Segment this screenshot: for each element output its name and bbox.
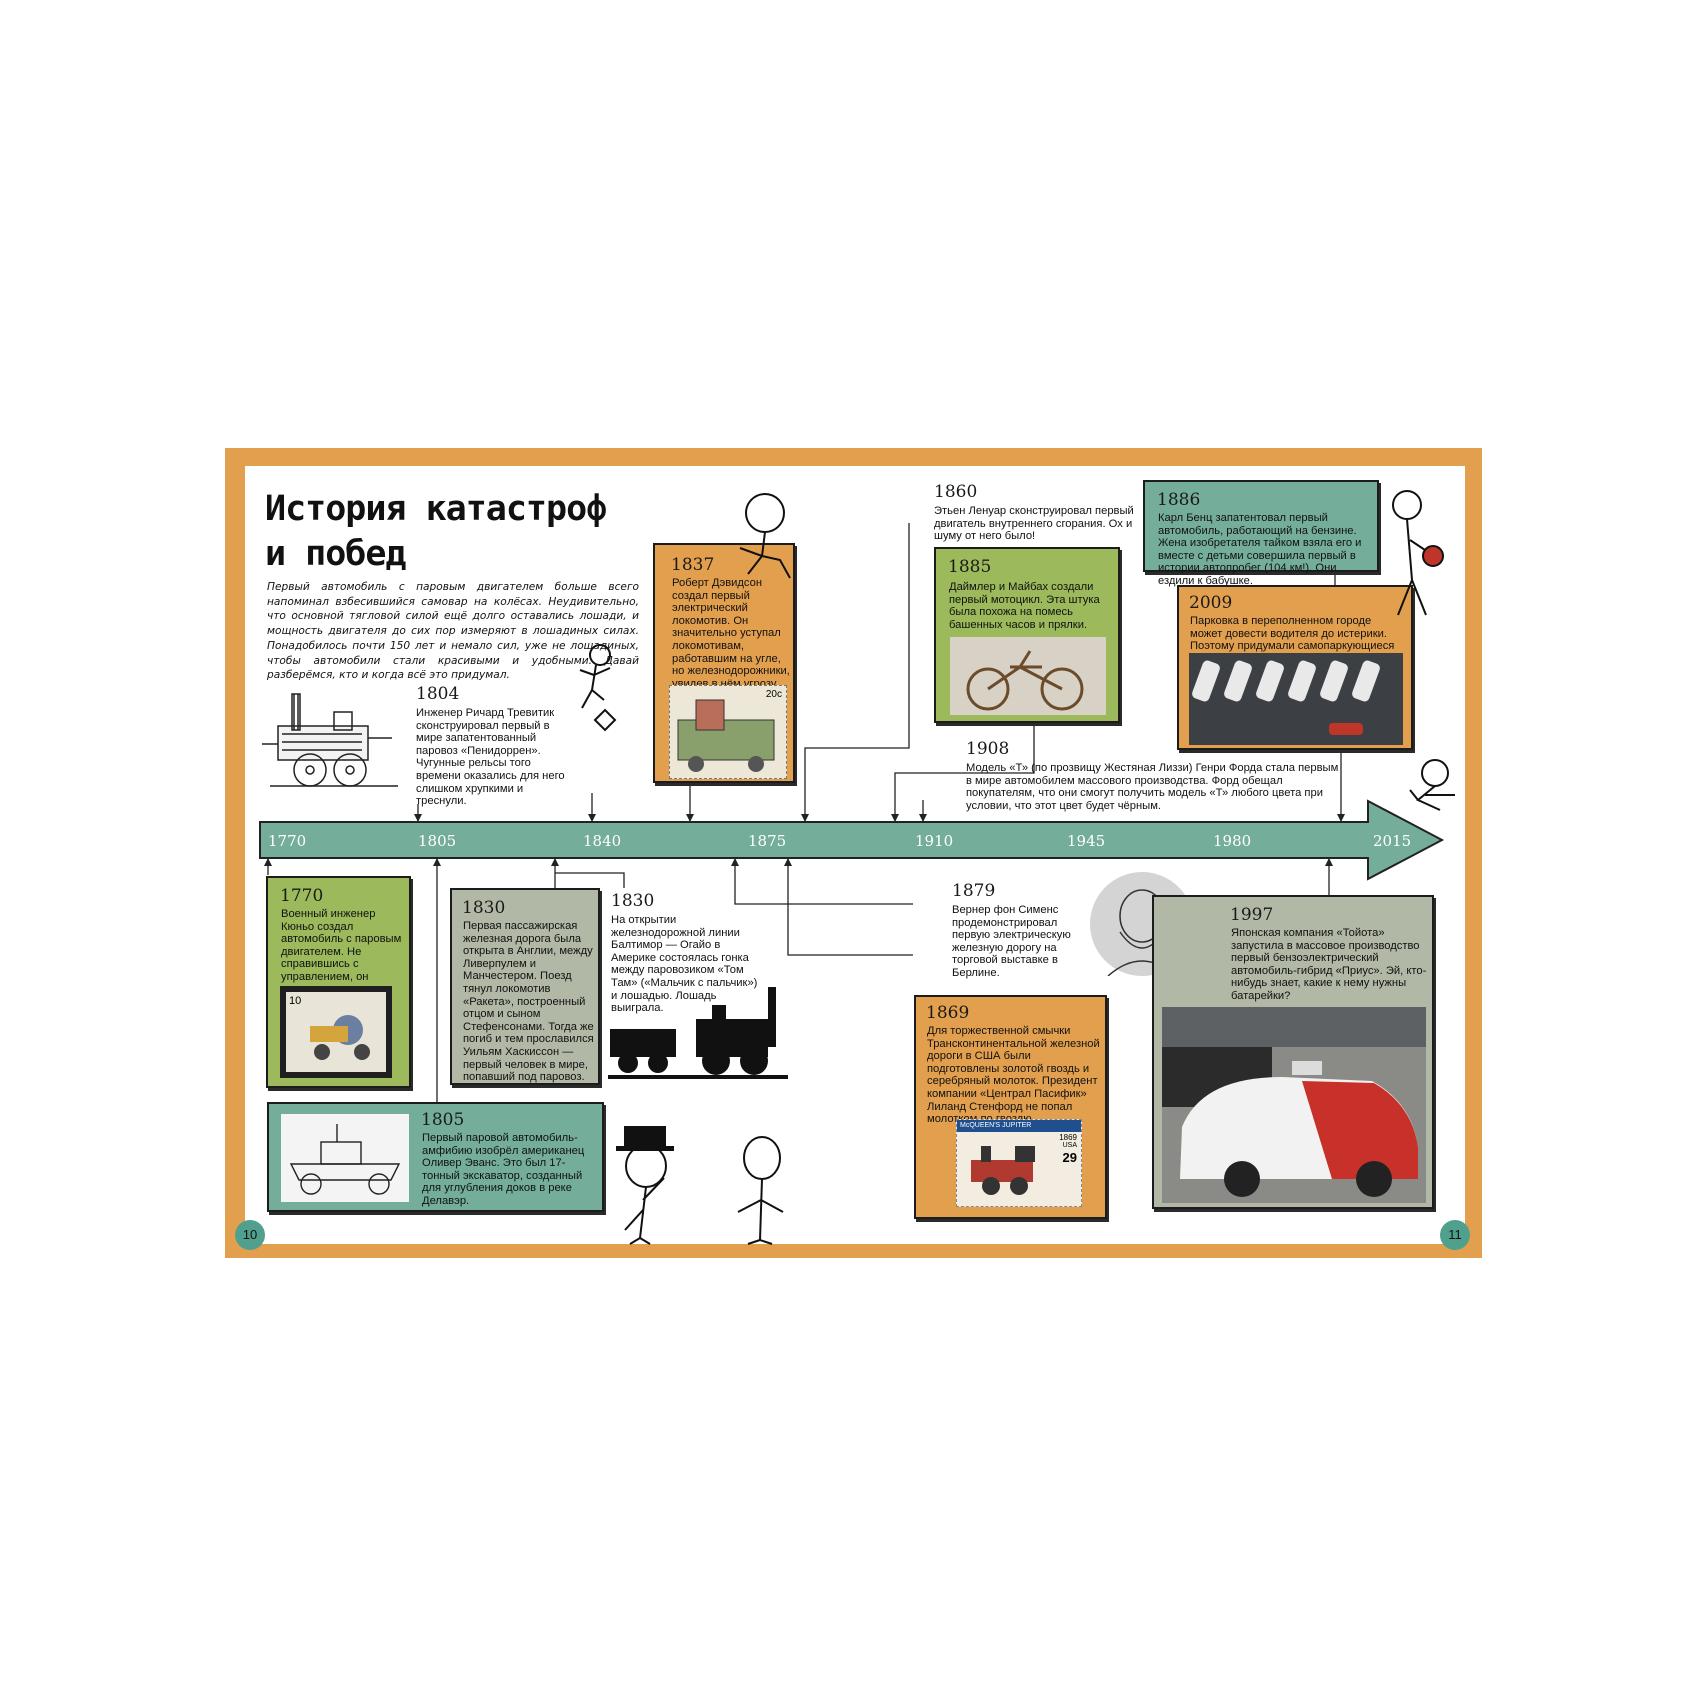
event-2009-card: 2009 Парковка в переполненном городе мож… (1177, 585, 1413, 750)
motorcycle-photo (950, 637, 1106, 715)
event-1805-card: 1805 Первый паровой автомобиль-амфибию и… (267, 1102, 604, 1212)
event-1837-year: 1837 (671, 555, 715, 575)
event-1830b: 1830 На открытии железнодорожной линии Б… (611, 893, 761, 1015)
event-1830a-text: Первая пассажирская железная дорога была… (463, 920, 594, 1084)
event-1860-year: 1860 (934, 482, 978, 502)
stamp-1837-value: 20c (765, 689, 782, 700)
amphibian-drawing (281, 1114, 409, 1202)
event-1804-year: 1804 (416, 684, 460, 704)
event-1869-card: 1869 Для торжественной смычки Трансконти… (914, 995, 1107, 1219)
timeline-label-2015: 2015 (1373, 832, 1412, 850)
stamp-1869-country: USA (1062, 1142, 1077, 1149)
event-1997-year: 1997 (1230, 905, 1274, 925)
timeline-label-1945: 1945 (1067, 832, 1106, 850)
steam-locomotive-drawing (262, 688, 410, 794)
event-1908-text: Модель «Т» (по прозвищу Жестяная Лиззи) … (966, 762, 1339, 812)
stamp-1770-value: 10 (289, 995, 302, 1007)
stamp-1869-name: McQUEEN'S JUPITER (957, 1120, 1081, 1132)
event-1908-year: 1908 (966, 739, 1010, 759)
event-1770-card: 1770 Военный инженер Кюньо создал автомо… (266, 876, 411, 1088)
event-1997-text: Японская компания «Тойота» запустила в м… (1231, 927, 1427, 1002)
jupiter-stamp: McQUEEN'S JUPITER 1869 USA 29 (956, 1119, 1082, 1207)
timeline-label-1980: 1980 (1213, 832, 1252, 850)
event-1770-year: 1770 (280, 886, 324, 906)
event-1860: 1860 Этьен Ленуар сконструировал первый … (934, 484, 1139, 543)
event-1805-text: Первый паровой автомобиль-амфибию изобрё… (422, 1132, 585, 1207)
event-1830b-year: 1830 (611, 891, 655, 911)
event-2009-text: Парковка в переполненном городе может до… (1190, 615, 1395, 665)
event-1830a-card: 1830 Первая пассажирская железная дорога… (450, 888, 600, 1085)
event-1885-card: 1885 Даймлер и Майбах создали первый мот… (934, 547, 1120, 723)
timeline-label-1770: 1770 (268, 832, 307, 850)
event-2009-year: 2009 (1189, 593, 1233, 613)
event-1869-year: 1869 (926, 1003, 970, 1023)
event-1804-text: Инженер Ричард Тревитик сконструировал п… (416, 707, 565, 808)
stamp-1869-value: 29 (1062, 1150, 1077, 1165)
page-title: История катастроф и побед (265, 487, 665, 577)
event-1885-year: 1885 (948, 557, 992, 577)
title-line-1: История катастроф (265, 489, 607, 529)
prius-taxi-photo (1162, 1007, 1426, 1203)
event-1908: 1908 Модель «Т» (по прозвищу Жестяная Ли… (966, 741, 1346, 812)
event-1830a-year: 1830 (462, 898, 506, 918)
timeline-label-1875: 1875 (748, 832, 787, 850)
locomotive-stamp: 20c (669, 685, 787, 779)
event-1879-year: 1879 (952, 881, 996, 901)
event-1860-text: Этьен Ленуар сконструировал первый двига… (934, 505, 1134, 543)
parking-photo (1189, 653, 1403, 745)
event-1997-card: 1997 Японская компания «Тойота» запустил… (1152, 895, 1434, 1209)
event-1830b-text: На открытии железнодорожной линии Балтим… (611, 914, 758, 1015)
timeline-label-1805: 1805 (418, 832, 457, 850)
event-1885-text: Даймлер и Майбах создали первый мотоцикл… (949, 581, 1100, 631)
train-silhouette (608, 985, 788, 1080)
event-1879: 1879 Вернер фон Сименс продемонстрировал… (952, 883, 1077, 980)
stamp-1869-year: 1869 (1059, 1133, 1077, 1142)
event-1804: 1804 Инженер Ричард Тревитик сконструиро… (416, 686, 574, 808)
title-line-2: и побед (265, 534, 407, 574)
timeline-label-1840: 1840 (583, 832, 622, 850)
intro-text: Первый автомобиль с паровым двигателем б… (267, 581, 639, 682)
event-1886-year: 1886 (1157, 490, 1201, 510)
event-1837-card: 1837 Роберт Дэвидсон создал первый элект… (653, 543, 795, 783)
event-1869-text: Для торжественной смычки Трансконтинента… (927, 1025, 1100, 1126)
timeline-arrow (259, 799, 1445, 881)
timeline-label-1910: 1910 (915, 832, 954, 850)
page-number-right: 11 (1440, 1220, 1470, 1250)
page-number-left: 10 (235, 1220, 265, 1250)
event-1886-text: Карл Бенц запатентовал первый автомобиль… (1158, 512, 1362, 587)
cugnot-stamp: 10 (280, 986, 392, 1078)
event-1805-year: 1805 (421, 1110, 465, 1130)
event-1886-card: 1886 Карл Бенц запатентовал первый автом… (1143, 480, 1379, 587)
event-1879-text: Вернер фон Сименс продемонстрировал перв… (952, 904, 1071, 979)
